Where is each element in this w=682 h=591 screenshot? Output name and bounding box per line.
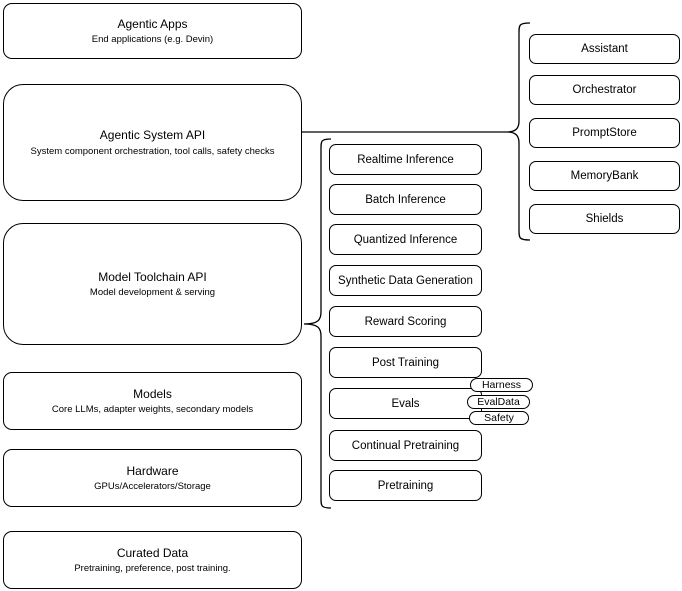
node-subtitle: Pretraining, preference, post training.: [74, 563, 231, 574]
pill-evaldata: EvalData: [467, 395, 530, 409]
node-reward-scoring: Reward Scoring: [329, 306, 482, 337]
node-evals: Evals: [329, 388, 482, 419]
node-model-toolchain-api: Model Toolchain API Model development & …: [3, 223, 302, 345]
node-title: Agentic System API: [99, 128, 206, 143]
node-realtime-inference: Realtime Inference: [329, 144, 482, 175]
node-orchestrator: Orchestrator: [529, 75, 680, 105]
pill-safety: Safety: [469, 411, 529, 425]
node-quantized-inference: Quantized Inference: [329, 224, 482, 255]
node-subtitle: System component orchestration, tool cal…: [30, 145, 275, 157]
node-title: Agentic Apps: [117, 16, 188, 31]
node-curated-data: Curated Data Pretraining, preference, po…: [3, 531, 302, 589]
pill-harness: Harness: [470, 378, 533, 392]
node-promptstore: PromptStore: [529, 118, 680, 148]
node-synthetic-data-generation: Synthetic Data Generation: [329, 265, 482, 296]
node-subtitle: End applications (e.g. Devin): [91, 34, 214, 45]
node-title: Curated Data: [116, 545, 189, 560]
node-batch-inference: Batch Inference: [329, 184, 482, 215]
node-shields: Shields: [529, 204, 680, 234]
system-components-brace: [506, 22, 531, 241]
node-title: Models: [133, 386, 172, 401]
node-hardware: Hardware GPUs/Accelerators/Storage: [3, 449, 302, 507]
node-subtitle: Core LLMs, adapter weights, secondary mo…: [51, 404, 254, 415]
node-continual-pretraining: Continual Pretraining: [329, 430, 482, 461]
node-subtitle: GPUs/Accelerators/Storage: [94, 481, 211, 492]
node-agentic-system-api: Agentic System API System component orch…: [3, 84, 302, 201]
node-agentic-apps: Agentic Apps End applications (e.g. Devi…: [3, 3, 302, 59]
node-title: Model Toolchain API: [98, 269, 207, 284]
node-assistant: Assistant: [529, 34, 680, 64]
node-models: Models Core LLMs, adapter weights, secon…: [3, 372, 302, 430]
node-title: Hardware: [126, 463, 179, 478]
node-subtitle: Model development & serving: [89, 287, 216, 298]
toolchain-brace: [303, 138, 332, 509]
node-memorybank: MemoryBank: [529, 161, 680, 191]
node-pretraining: Pretraining: [329, 470, 482, 501]
node-post-training: Post Training: [329, 347, 482, 378]
